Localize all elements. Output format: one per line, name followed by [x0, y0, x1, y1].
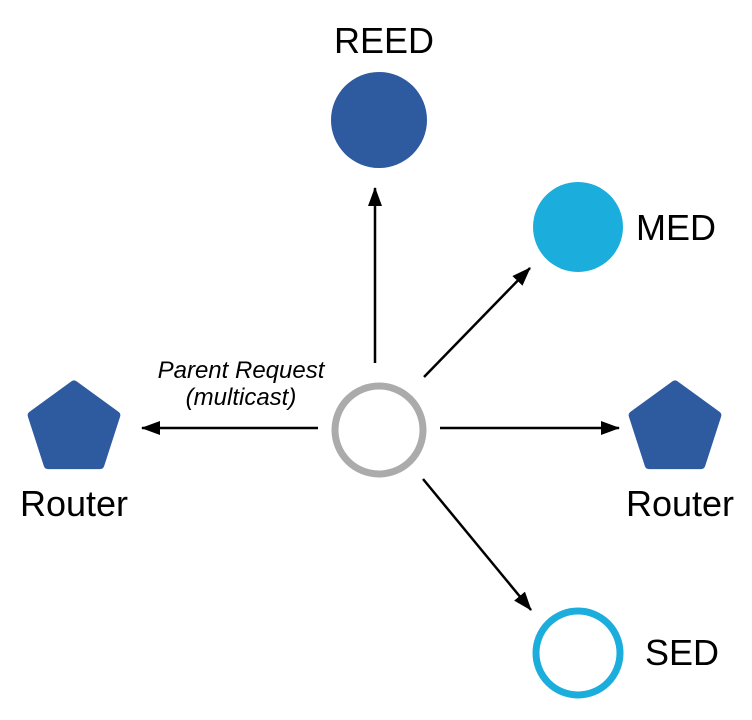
- sed-label: SED: [645, 632, 720, 673]
- parent-request-annotation: Parent Request (multicast): [158, 357, 325, 411]
- router-left-label: Router: [19, 483, 129, 524]
- edge-center-to-med: [423, 267, 531, 378]
- reed-label: REED: [333, 20, 435, 61]
- sed-node-circle-icon: [532, 607, 624, 699]
- edge-center-to-sed: [422, 478, 532, 611]
- attaching-device-circle-icon: [331, 382, 427, 478]
- parent-request-annotation-line1: Parent Request: [157, 357, 325, 384]
- reed-node-circle-icon: [331, 72, 427, 168]
- parent-request-annotation-line2: (multicast): [185, 384, 297, 411]
- med-label: MED: [636, 207, 716, 248]
- med-node-circle-icon: [533, 182, 623, 272]
- router-right-label: Router: [625, 483, 735, 524]
- router-left-pentagon-icon: [27, 380, 121, 470]
- router-right-pentagon-icon: [628, 380, 722, 470]
